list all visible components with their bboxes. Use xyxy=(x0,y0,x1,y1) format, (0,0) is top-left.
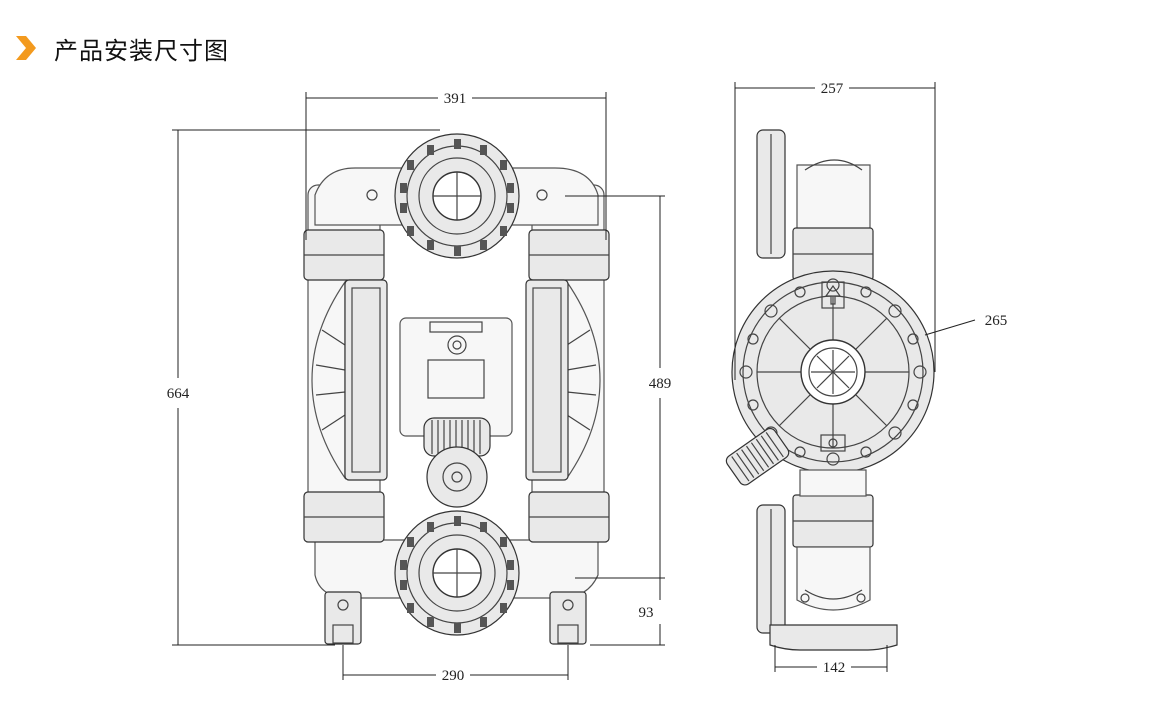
dim-side-foot-width: 142 xyxy=(823,660,846,676)
dim-side-width: 257 xyxy=(821,81,844,97)
dim-front-width: 391 xyxy=(444,91,467,107)
page-title: 产品安装尺寸图 xyxy=(54,36,229,65)
side-dimension-labels: 257 265 142 xyxy=(821,81,1008,676)
front-dimension-labels: 391 664 489 93 290 xyxy=(167,91,672,684)
dim-foot-spacing: 290 xyxy=(442,668,465,684)
dim-side-diameter: 265 xyxy=(985,313,1008,329)
side-dimension-lines xyxy=(734,82,976,672)
dim-base-height: 93 xyxy=(639,605,654,621)
front-dimension-lines xyxy=(172,92,665,680)
chevron-right-icon xyxy=(16,36,36,60)
dim-inlet-height: 489 xyxy=(649,376,672,392)
dim-front-height: 664 xyxy=(167,386,190,402)
side-view-pump xyxy=(725,129,935,651)
section-header: 产品安装尺寸图 xyxy=(14,30,229,66)
front-view-pump xyxy=(303,133,610,645)
